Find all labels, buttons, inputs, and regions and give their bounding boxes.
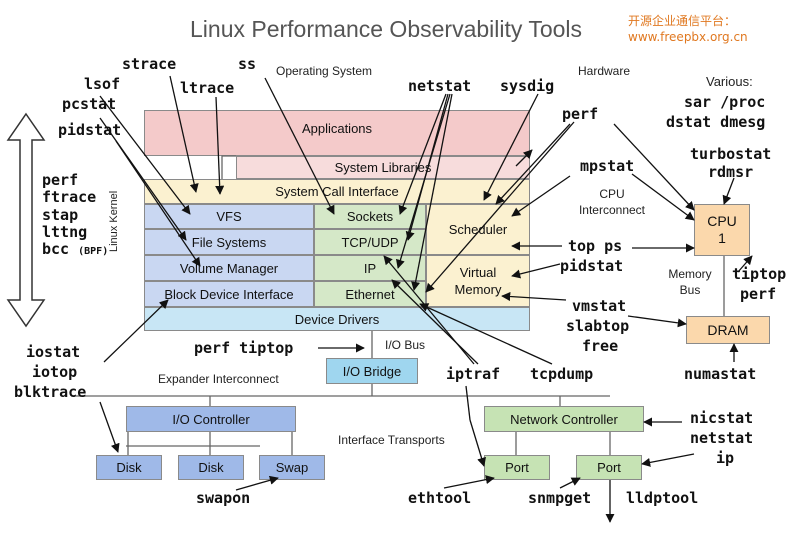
tool-perf-left: perf bbox=[42, 171, 79, 189]
tool-sysdig: sysdig bbox=[500, 77, 555, 95]
watermark-line-1: 开源企业通信平台： bbox=[628, 14, 737, 28]
tool-ltrace: ltrace bbox=[180, 79, 235, 97]
operating-system-label: Operating System bbox=[276, 64, 373, 78]
dram-box: DRAM bbox=[686, 316, 770, 344]
tool-perf-top: perf bbox=[562, 105, 599, 123]
volume-manager-box: Volume Manager bbox=[144, 255, 314, 281]
vfs-box: VFS bbox=[144, 204, 314, 229]
tool-lldptool: lldptool bbox=[626, 489, 699, 507]
tool-stap: stap bbox=[42, 205, 79, 224]
swap-box: Swap bbox=[259, 455, 325, 480]
tool-left-stack: perf ftrace stap lttng bcc (BPF) bbox=[42, 171, 109, 258]
various-label: Various: bbox=[706, 74, 753, 89]
tool-snmpget: snmpget bbox=[528, 489, 592, 507]
tool-dstat-dmesg: dstat dmesg bbox=[666, 113, 766, 131]
cpu-box: CPU 1 bbox=[694, 204, 750, 256]
memory-bus-label: Memory Bus bbox=[668, 267, 712, 297]
device-drivers-layer: Device Drivers bbox=[144, 307, 530, 331]
tool-iostat: iostat bbox=[26, 343, 81, 361]
diagram-title: Linux Performance Observability Tools bbox=[190, 16, 583, 42]
tool-pcstat: pcstat bbox=[62, 95, 117, 113]
system-call-interface-layer: System Call Interface bbox=[144, 179, 530, 204]
tool-netstat-top: netstat bbox=[408, 77, 472, 95]
virtual-memory-box: Virtual Memory bbox=[426, 255, 530, 307]
expander-interconnect-label: Expander Interconnect bbox=[158, 372, 279, 386]
watermark-line-2: www.freepbx.org.cn bbox=[628, 30, 748, 44]
tool-top-ps: top ps bbox=[568, 237, 623, 255]
ethernet-box: Ethernet bbox=[314, 281, 426, 307]
tool-ss: ss bbox=[238, 55, 257, 73]
port-box-1: Port bbox=[484, 455, 550, 480]
system-libraries-layer: System Libraries bbox=[236, 156, 530, 179]
tool-sar-proc: sar /proc bbox=[684, 93, 766, 111]
tool-slabtop: slabtop bbox=[566, 317, 630, 335]
tool-turbostat: turbostat bbox=[690, 145, 772, 163]
tool-iotop: iotop bbox=[32, 363, 78, 381]
tool-blktrace: blktrace bbox=[14, 383, 87, 401]
tool-netstat-bottom: netstat bbox=[690, 429, 754, 447]
virtual-memory-label: Virtual Memory bbox=[454, 265, 502, 297]
tool-vmstat: vmstat bbox=[572, 297, 627, 315]
tool-pidstat-right: pidstat bbox=[560, 257, 624, 275]
interface-transports-label: Interface Transports bbox=[338, 433, 445, 447]
io-controller-box: I/O Controller bbox=[126, 406, 296, 432]
hardware-label: Hardware bbox=[578, 64, 631, 78]
tool-free: free bbox=[582, 337, 619, 355]
port-box-2: Port bbox=[576, 455, 642, 480]
tool-iptraf: iptraf bbox=[446, 365, 501, 383]
tool-bcc-row: bcc (BPF) bbox=[42, 240, 109, 258]
tool-swapon: swapon bbox=[196, 489, 251, 507]
tool-numastat: numastat bbox=[684, 365, 757, 383]
block-device-interface-box: Block Device Interface bbox=[144, 281, 314, 307]
network-controller-box: Network Controller bbox=[484, 406, 644, 432]
tool-ethtool: ethtool bbox=[408, 489, 472, 507]
tool-rdmsr: rdmsr bbox=[708, 163, 754, 181]
tool-tiptop-right: tiptop bbox=[732, 265, 787, 283]
double-arrow-icon bbox=[6, 112, 46, 328]
tool-perf-right: perf bbox=[740, 285, 777, 303]
ip-box: IP bbox=[314, 255, 426, 281]
tool-ip: ip bbox=[716, 449, 735, 467]
disk-box-1: Disk bbox=[96, 455, 162, 480]
tool-tcpdump: tcpdump bbox=[530, 365, 594, 383]
tool-bcc: bcc bbox=[42, 240, 70, 258]
tool-lsof: lsof bbox=[84, 75, 121, 93]
tool-ftrace: ftrace bbox=[42, 188, 97, 207]
io-bus-label: I/O Bus bbox=[385, 338, 426, 352]
tool-strace: strace bbox=[122, 55, 177, 73]
cpu-label: CPU bbox=[707, 213, 737, 229]
file-systems-box: File Systems bbox=[144, 229, 314, 255]
tool-bcc-suffix: (BPF) bbox=[78, 246, 109, 257]
cpu-count: 1 bbox=[718, 230, 726, 246]
applications-layer: Applications bbox=[144, 110, 530, 156]
tool-lttng: lttng bbox=[42, 222, 88, 241]
disk-box-2: Disk bbox=[178, 455, 244, 480]
tool-perf-tiptop: perf tiptop bbox=[194, 339, 294, 357]
tool-mpstat: mpstat bbox=[580, 157, 635, 175]
tool-pidstat-left: pidstat bbox=[58, 121, 122, 139]
tool-nicstat: nicstat bbox=[690, 409, 754, 427]
io-bridge-box: I/O Bridge bbox=[326, 358, 418, 384]
cpu-interconnect-label: CPU Interconnect bbox=[578, 187, 646, 217]
